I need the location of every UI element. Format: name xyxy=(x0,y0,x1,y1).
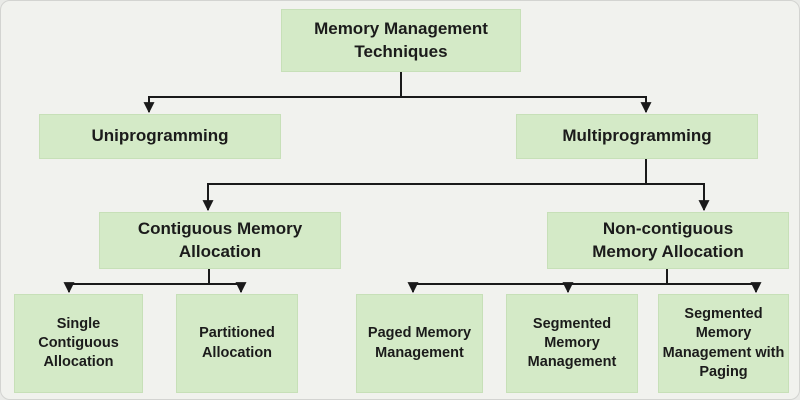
node-label: Multiprogramming xyxy=(562,126,712,146)
node-segmented-memory-management-with-paging: Segmented Memory Management with Paging xyxy=(658,294,789,393)
node-label: Segmented Memory Management with Paging xyxy=(662,306,785,380)
node-partitioned-allocation: Partitioned Allocation xyxy=(176,294,298,393)
node-label: Uniprogramming xyxy=(91,126,229,146)
node-multiprogramming: Multiprogramming xyxy=(516,114,758,159)
node-segmented-memory-management: Segmented Memory Management xyxy=(506,294,638,393)
node-label: Non-contiguous Memory Allocation xyxy=(592,219,744,261)
node-label: Single Contiguous Allocation xyxy=(38,315,119,371)
node-label: Contiguous Memory Allocation xyxy=(137,219,303,261)
node-label: Paged Memory Management xyxy=(367,325,472,361)
node-uniprogramming: Uniprogramming xyxy=(39,114,281,159)
edge-root-to-level2 xyxy=(143,72,652,114)
edge-non-contiguous-to-children xyxy=(407,266,762,294)
edge-contiguous-to-children xyxy=(63,269,247,294)
node-label: Segmented Memory Management xyxy=(527,315,617,371)
edge-multiprogramming-to-level3 xyxy=(202,159,710,212)
node-paged-memory-management: Paged Memory Management xyxy=(356,294,483,393)
node-memory-management-techniques: Memory Management Techniques xyxy=(281,9,521,72)
node-non-contiguous-memory-allocation: Non-contiguous Memory Allocation xyxy=(547,212,789,269)
node-contiguous-memory-allocation: Contiguous Memory Allocation xyxy=(99,212,341,269)
node-single-contiguous-allocation: Single Contiguous Allocation xyxy=(14,294,143,393)
node-label: Partitioned Allocation xyxy=(199,325,275,361)
node-label: Memory Management Techniques xyxy=(314,19,488,61)
